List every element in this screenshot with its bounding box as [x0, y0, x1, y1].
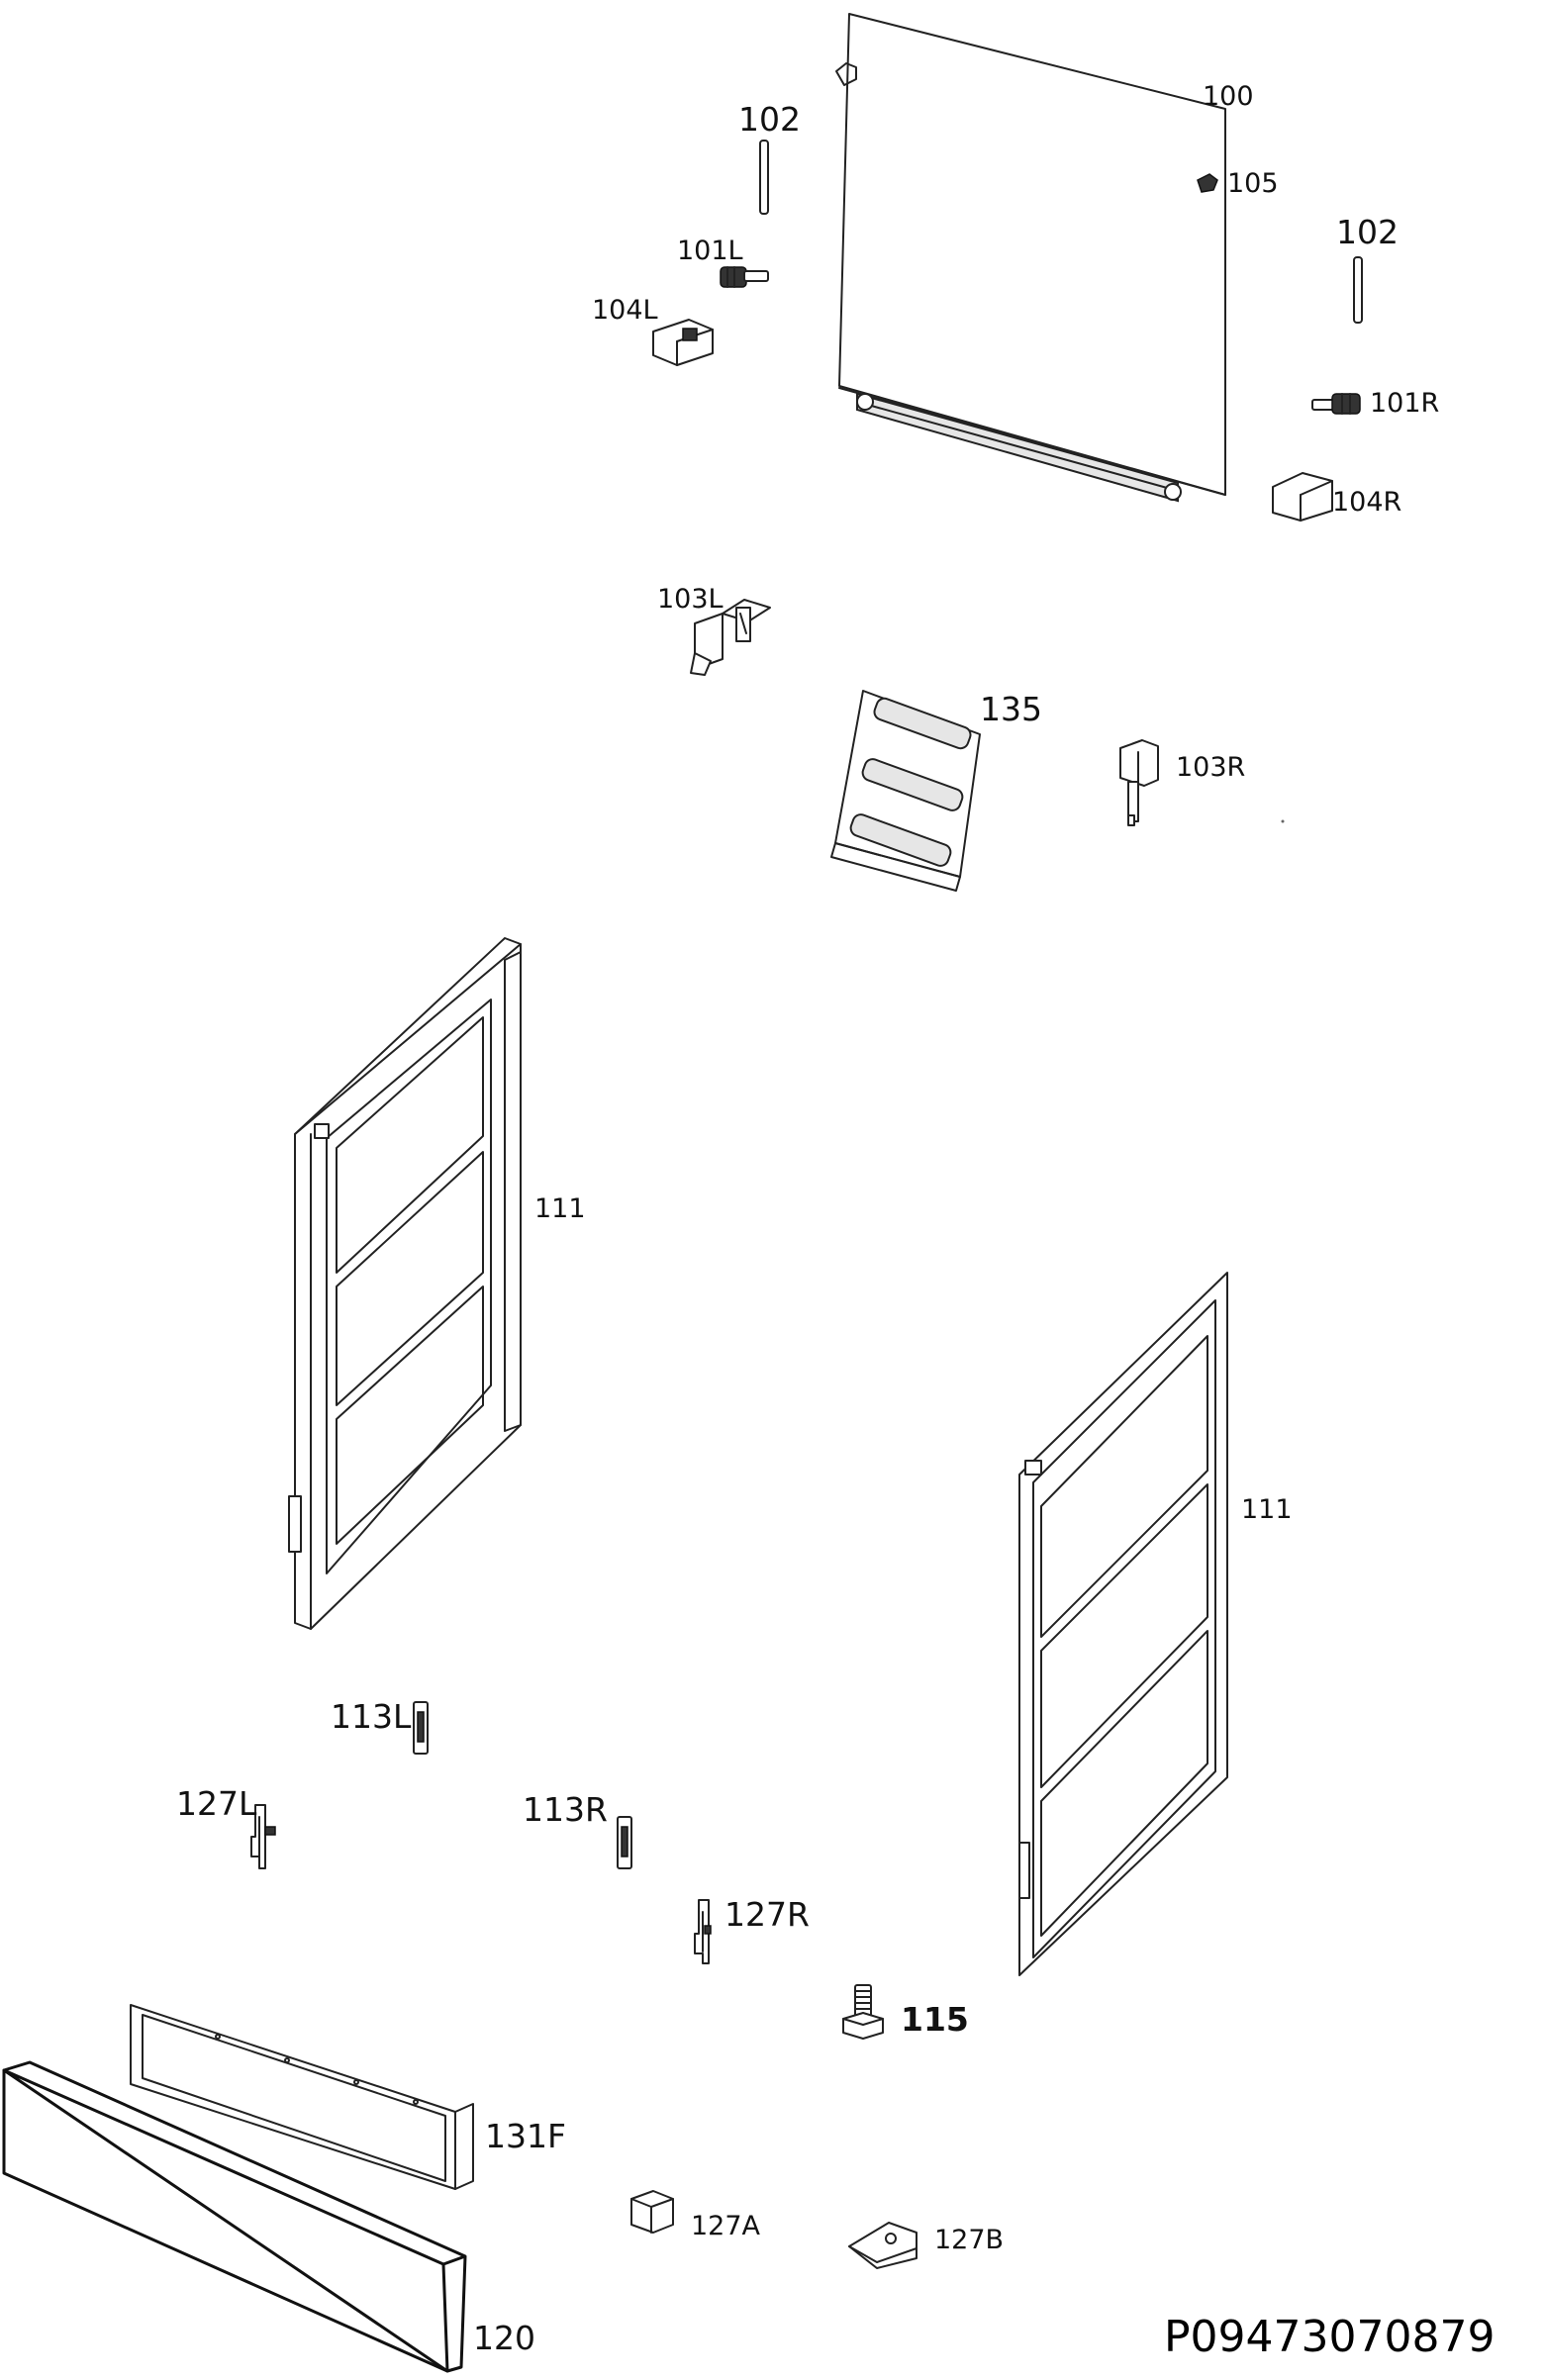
part-104r-hinge-block [1272, 472, 1333, 522]
label-102-left: 102 [738, 100, 801, 139]
label-127a: 127A [691, 2211, 761, 2241]
part-127a-clip [630, 2190, 674, 2234]
part-113r-latch [617, 1816, 632, 1869]
label-120: 120 [473, 2319, 535, 2357]
label-135: 135 [980, 690, 1042, 728]
part-101l-hinge-pin [720, 266, 769, 288]
document-code: P09473070879 [1164, 2312, 1496, 2362]
label-113r: 113R [523, 1790, 608, 1829]
part-131f-kickplate-bracket [130, 2004, 474, 2190]
label-101l: 101L [677, 236, 743, 266]
part-113l-latch [413, 1701, 429, 1755]
part-111-side-panel-right [1018, 1272, 1228, 1976]
label-104r: 104R [1332, 487, 1402, 518]
label-104l: 104L [592, 295, 658, 326]
label-127l: 127L [176, 1784, 257, 1823]
label-127r: 127R [724, 1895, 810, 1934]
stray-dot [1281, 819, 1285, 823]
part-104l-hinge-block [652, 319, 714, 366]
part-127r-clip [694, 1899, 712, 1964]
label-111-left: 111 [534, 1193, 586, 1224]
label-105: 105 [1227, 168, 1279, 199]
label-111-right: 111 [1241, 1494, 1293, 1525]
label-102-right: 102 [1336, 213, 1399, 251]
part-111-side-panel-left [288, 937, 522, 1630]
label-103r: 103R [1176, 752, 1246, 783]
label-115: 115 [901, 2000, 969, 2039]
label-101r: 101R [1370, 388, 1440, 419]
label-103l: 103L [657, 584, 724, 615]
part-101r-hinge-pin [1311, 393, 1361, 415]
label-131f: 131F [485, 2117, 566, 2155]
label-113l: 113L [331, 1697, 412, 1736]
part-103r-bracket [1119, 739, 1159, 826]
part-120-plinth [2, 2060, 467, 2373]
part-100-back-panel [835, 13, 1226, 503]
part-127l-clip [250, 1804, 276, 1869]
part-102-rod-right [1353, 256, 1363, 324]
part-135-tray [830, 690, 981, 892]
label-127b: 127B [934, 2225, 1005, 2255]
part-103l-bracket [690, 599, 771, 676]
label-100: 100 [1203, 81, 1254, 112]
part-115-adjustable-foot [842, 1984, 884, 2040]
part-127b-angle-bracket [848, 2222, 917, 2269]
part-102-rod-left [759, 140, 769, 215]
